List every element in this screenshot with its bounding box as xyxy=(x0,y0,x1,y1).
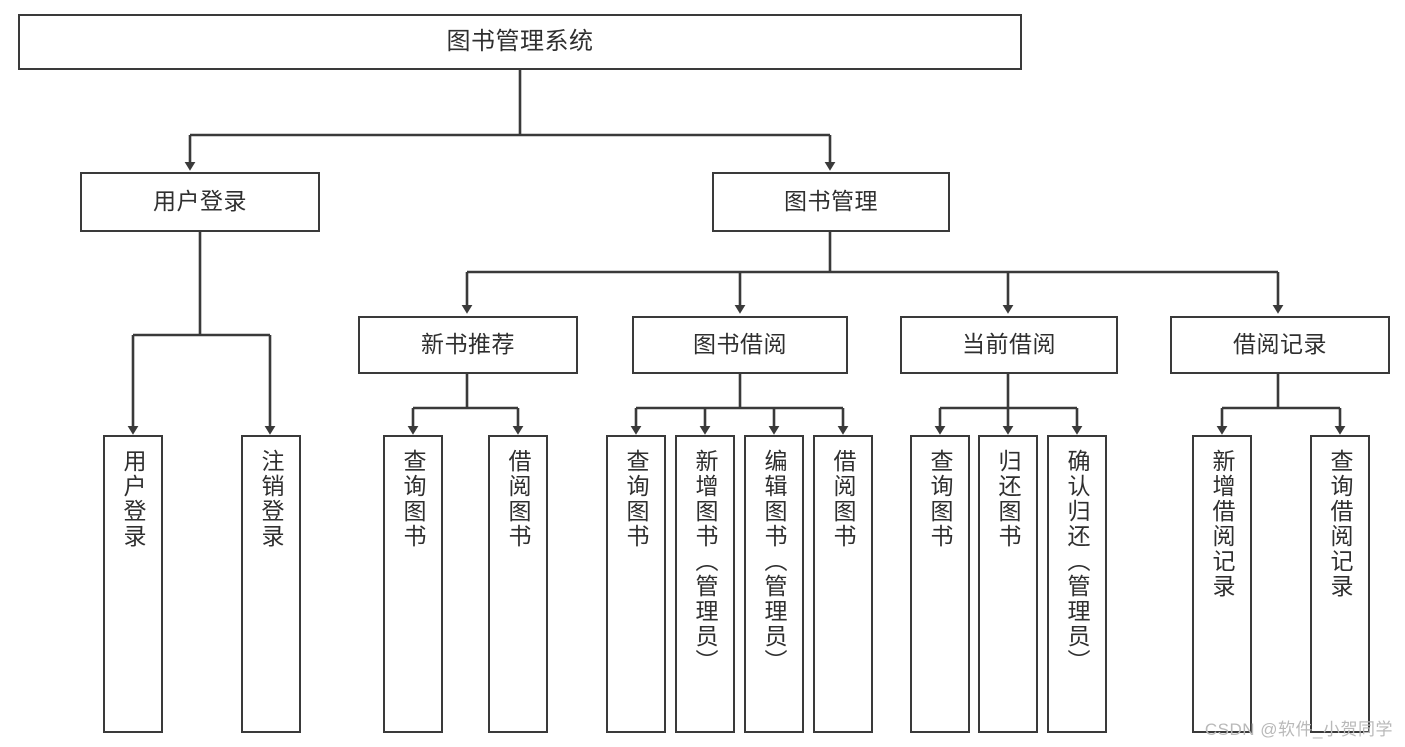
leaf-current-borrow-query-book[interactable]: 查询图书 xyxy=(910,435,970,733)
node-label: 查询图书 xyxy=(927,449,954,549)
node-label: 归还图书 xyxy=(995,449,1022,549)
node-label: 借阅图书 xyxy=(505,449,532,549)
node-label: 图书管理系统 xyxy=(446,27,594,55)
node-label: 查询图书 xyxy=(400,449,427,549)
leaf-book-borrow-borrow-book[interactable]: 借阅图书 xyxy=(813,435,873,733)
node-label: 借阅记录 xyxy=(1233,331,1327,358)
leaf-user-login-logout[interactable]: 注销登录 xyxy=(241,435,301,733)
leaf-user-login-login[interactable]: 用户登录 xyxy=(103,435,163,733)
node-label: 新书推荐 xyxy=(421,331,515,358)
node-label: 用户登录 xyxy=(153,188,247,215)
node-book-management[interactable]: 图书管理 xyxy=(712,172,950,232)
csdn-watermark: CSDN @软件_小贺同学 xyxy=(1204,720,1393,739)
leaf-book-borrow-add-book-admin[interactable]: 新增图书（管理员） xyxy=(675,435,735,733)
node-label: 新增借阅记录 xyxy=(1209,449,1236,599)
node-borrow-record[interactable]: 借阅记录 xyxy=(1170,316,1390,374)
node-root-book-management-system[interactable]: 图书管理系统 xyxy=(18,14,1022,70)
node-label: 新增图书（管理员） xyxy=(692,449,719,674)
node-label: 图书借阅 xyxy=(693,331,787,358)
leaf-new-book-borrow-book[interactable]: 借阅图书 xyxy=(488,435,548,733)
leaf-book-borrow-edit-book-admin[interactable]: 编辑图书（管理员） xyxy=(744,435,804,733)
node-new-book-recommend[interactable]: 新书推荐 xyxy=(358,316,578,374)
leaf-current-borrow-return-book[interactable]: 归还图书 xyxy=(978,435,1038,733)
node-book-borrow[interactable]: 图书借阅 xyxy=(632,316,848,374)
leaf-borrow-record-add-record[interactable]: 新增借阅记录 xyxy=(1192,435,1252,733)
node-label: 确认归还（管理员） xyxy=(1064,449,1091,674)
node-label: 图书管理 xyxy=(784,188,878,215)
node-current-borrow[interactable]: 当前借阅 xyxy=(900,316,1118,374)
node-label: 编辑图书（管理员） xyxy=(761,449,788,674)
node-label: 注销登录 xyxy=(258,449,285,549)
node-label: 用户登录 xyxy=(120,449,147,549)
leaf-new-book-query-book[interactable]: 查询图书 xyxy=(383,435,443,733)
node-label: 当前借阅 xyxy=(962,331,1056,358)
leaf-borrow-record-query-record[interactable]: 查询借阅记录 xyxy=(1310,435,1370,733)
node-label: 借阅图书 xyxy=(830,449,857,549)
leaf-current-borrow-confirm-return-admin[interactable]: 确认归还（管理员） xyxy=(1047,435,1107,733)
node-label: 查询图书 xyxy=(623,449,650,549)
node-user-login[interactable]: 用户登录 xyxy=(80,172,320,232)
leaf-book-borrow-query-book[interactable]: 查询图书 xyxy=(606,435,666,733)
node-label: 查询借阅记录 xyxy=(1327,449,1354,599)
